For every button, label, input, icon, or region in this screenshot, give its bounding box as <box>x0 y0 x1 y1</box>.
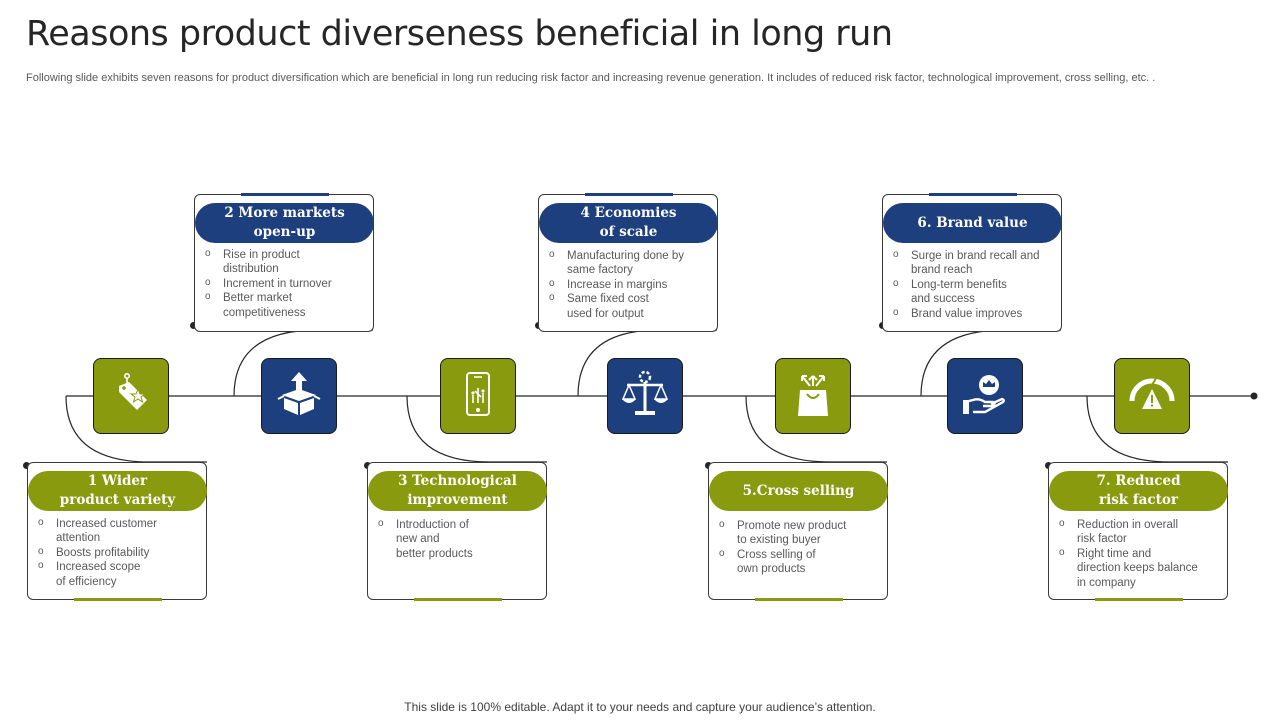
step-6-icon-box <box>947 358 1023 434</box>
list-item: Increment in turnover <box>201 276 371 291</box>
step-1-accent-bar <box>74 598 162 601</box>
step-7-heading: 7. Reduced risk factor <box>1049 471 1228 511</box>
smartphone-icon <box>458 371 498 422</box>
list-item: Better market competitiveness <box>201 290 371 320</box>
step-3-accent-bar <box>414 598 502 601</box>
list-item: Promote new product to existing buyer <box>715 518 885 548</box>
box-upload-arrow-icon <box>274 369 324 424</box>
step-4-bullets: Manufacturing done by same factory Incre… <box>545 248 715 321</box>
list-item: Boosts profitability <box>34 545 204 560</box>
list-item: Cross selling of own products <box>715 547 885 577</box>
hand-crown-icon <box>961 370 1009 423</box>
step-7-icon-box <box>1114 358 1190 434</box>
step-5-heading: 5.Cross selling <box>709 471 888 511</box>
list-item: Reduction in overall risk factor <box>1055 517 1225 547</box>
step-5-bullets: Promote new product to existing buyer Cr… <box>715 518 885 577</box>
step-6-accent-bar <box>929 193 1017 196</box>
step-4-heading: 4 Economies of scale <box>539 203 718 243</box>
step-4-accent-bar <box>585 193 673 196</box>
shopping-bag-arrows-icon <box>790 368 836 425</box>
step-3-icon-box <box>440 358 516 434</box>
balance-scale-icon <box>619 369 671 424</box>
list-item: Increase in margins <box>545 277 715 292</box>
step-4-card: 4 Economies of scale Manufacturing done … <box>538 193 718 332</box>
price-tag-star-icon <box>107 370 155 423</box>
step-5-icon-box <box>775 358 851 434</box>
step-2-accent-bar <box>241 193 329 196</box>
step-7-card: 7. Reduced risk factor Reduction in over… <box>1048 462 1228 601</box>
step-6-heading: 6. Brand value <box>883 203 1062 243</box>
list-item: Manufacturing done by same factory <box>545 248 715 278</box>
step-2-bullets: Rise in product distribution Increment i… <box>201 247 371 320</box>
step-1-heading: 1 Wider product variety <box>28 471 207 511</box>
risk-gauge-icon <box>1128 371 1176 422</box>
step-6-card: 6. Brand value Surge in brand recall and… <box>882 193 1062 332</box>
step-4-icon-box <box>607 358 683 434</box>
step-3-bullets: Introduction of new and better products <box>374 517 544 561</box>
step-1-icon-box <box>93 358 169 434</box>
slide-subtitle: Following slide exhibits seven reasons f… <box>26 72 1156 84</box>
connector-1 <box>65 395 207 463</box>
slide-title: Reasons product diverseness beneficial i… <box>26 14 893 54</box>
step-3-heading: 3 Technological improvement <box>368 471 547 511</box>
step-1-card: 1 Wider product variety Increased custom… <box>27 462 207 601</box>
step-2-card: 2 More markets open-up Rise in product d… <box>194 193 374 332</box>
step-1-bullets: Increased customer attention Boosts prof… <box>34 516 204 589</box>
list-item: Same fixed cost used for output <box>545 291 715 321</box>
timeline-end-dot <box>1250 392 1258 400</box>
list-item: Increased customer attention <box>34 516 204 546</box>
step-2-heading: 2 More markets open-up <box>195 203 374 243</box>
list-item: Long-term benefits and success <box>889 277 1059 307</box>
slide-footer: This slide is 100% editable. Adapt it to… <box>404 700 876 714</box>
step-7-bullets: Reduction in overall risk factor Right t… <box>1055 517 1225 590</box>
connector-7 <box>1086 395 1228 463</box>
step-7-accent-bar <box>1095 598 1183 601</box>
list-item: Introduction of new and better products <box>374 517 544 561</box>
step-3-card: 3 Technological improvement Introduction… <box>367 462 547 601</box>
list-item: Rise in product distribution <box>201 247 371 277</box>
connector-5 <box>745 395 887 463</box>
step-5-card: 5.Cross selling Promote new product to e… <box>708 462 888 601</box>
step-2-icon-box <box>261 358 337 434</box>
step-5-accent-bar <box>755 598 843 601</box>
list-item: Surge in brand recall and brand reach <box>889 248 1059 278</box>
step-6-bullets: Surge in brand recall and brand reach Lo… <box>889 248 1059 321</box>
connector-3 <box>406 395 547 463</box>
list-item: Right time and direction keeps balance i… <box>1055 546 1225 590</box>
list-item: Brand value improves <box>889 306 1059 321</box>
step-2-anchor-dot <box>190 322 197 329</box>
list-item: Increased scope of efficiency <box>34 559 204 589</box>
step-1-anchor-dot <box>23 462 30 469</box>
